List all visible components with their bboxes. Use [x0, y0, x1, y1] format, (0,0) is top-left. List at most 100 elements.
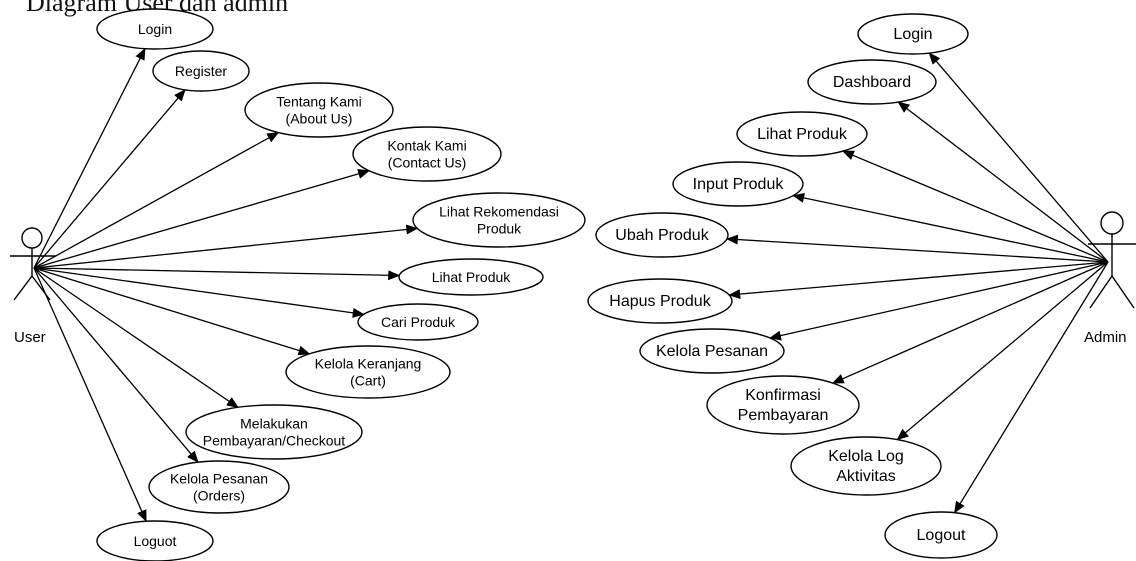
- admin-arrow-input-produk: [792, 192, 1109, 263]
- admin-use-case-oval-lihat-produk: [736, 111, 868, 157]
- user-use-case-label-login-0: Login: [138, 21, 172, 37]
- user-use-case-label-keranjang-0: Kelola Keranjang: [315, 356, 422, 372]
- user-use-case-about: Tentang Kami(About Us): [244, 82, 394, 138]
- admin-actor-left-leg: [1089, 275, 1113, 309]
- user-use-case-label-checkout-1: Pembayaran/Checkout: [203, 433, 346, 449]
- admin-use-case-label-ubah-produk-0: Ubah Produk: [615, 227, 709, 244]
- user-arrow-keranjang: [33, 267, 311, 356]
- user-use-case-label-about-0: Tentang Kami: [276, 94, 362, 110]
- user-use-case-register: Register: [152, 50, 250, 92]
- user-use-case-oval-rekomendasi: [412, 192, 586, 248]
- user-use-case-oval-about: [244, 82, 394, 138]
- user-use-case-label-checkout-0: Melakukan: [240, 416, 308, 432]
- admin-use-case-label-lihat-produk-0: Lihat Produk: [757, 126, 848, 143]
- admin-use-case-oval-log-aktivitas: [790, 436, 942, 496]
- admin-use-case-label-log-aktivitas-0: Kelola Log: [828, 448, 904, 465]
- user-use-case-label-contact-1: (Contact Us): [388, 155, 467, 171]
- user-use-case-oval-register: [152, 50, 250, 92]
- admin-use-case-oval-kelola-pesanan: [639, 328, 785, 374]
- user-use-case-oval-pesanan: [148, 460, 290, 514]
- admin-use-case-label-konfirmasi-0: Konfirmasi: [745, 387, 821, 404]
- user-use-case-label-pesanan-1: (Orders): [193, 488, 245, 504]
- user-actor-right-leg: [31, 275, 51, 301]
- user-arrow-pesanan: [33, 267, 199, 463]
- admin-actor: Admin: [1084, 211, 1136, 346]
- user-use-case-oval-logout: [96, 520, 214, 561]
- user-use-case-oval-lihat-produk: [398, 258, 544, 296]
- user-use-case-pesanan: Kelola Pesanan(Orders): [148, 460, 290, 514]
- admin-use-case-label-input-produk-0: Input Produk: [693, 176, 785, 193]
- user-actor-head: [21, 227, 43, 249]
- admin-arrow-hapus-produk: [728, 261, 1109, 300]
- admin-use-case-label-konfirmasi-1: Pembayaran: [738, 407, 829, 424]
- user-use-case-label-keranjang-1: (Cart): [350, 373, 386, 389]
- user-actor-label: User: [14, 329, 46, 346]
- user-use-case-label-pesanan-0: Kelola Pesanan: [170, 471, 268, 487]
- admin-actor-head: [1100, 211, 1124, 235]
- admin-arrow-kelola-pesanan: [769, 261, 1109, 341]
- user-use-case-contact: Kontak Kami(Contact Us): [352, 126, 502, 182]
- admin-use-case-label-hapus-produk-0: Hapus Produk: [609, 293, 711, 310]
- user-use-case-label-register-0: Register: [175, 63, 227, 79]
- admin-use-case-oval-dashboard: [807, 59, 937, 105]
- admin-arrow-lihat-produk: [841, 150, 1109, 263]
- admin-use-case-label-kelola-pesanan-0: Kelola Pesanan: [656, 343, 768, 360]
- admin-actor-right-leg: [1111, 275, 1135, 309]
- user-arrow-contact: [33, 169, 371, 269]
- user-use-case-label-logout-0: Loguot: [134, 533, 177, 549]
- user-arrow-lihat-produk: [33, 267, 401, 281]
- admin-use-case-ubah-produk: Ubah Produk: [595, 212, 729, 258]
- user-use-case-oval-contact: [352, 126, 502, 182]
- admin-use-case-logout: Logout: [884, 511, 998, 559]
- user-arrow-register: [33, 89, 186, 269]
- user-arrow-about: [33, 132, 280, 269]
- admin-arrow-logout: [954, 261, 1109, 514]
- user-arrow-cari-produk: [33, 267, 365, 318]
- user-arrow-login: [33, 47, 146, 269]
- admin-use-case-label-logout-0: Logout: [917, 527, 966, 544]
- admin-actor-label: Admin: [1084, 329, 1127, 346]
- admin-use-case-oval-hapus-produk: [587, 278, 733, 324]
- admin-use-case-oval-logout: [884, 511, 998, 559]
- admin-use-case-label-dashboard-0: Dashboard: [833, 74, 911, 91]
- user-use-case-logout: Loguot: [96, 520, 214, 561]
- admin-arrow-login: [928, 52, 1109, 263]
- user-use-case-label-rekomendasi-0: Lihat Rekomendasi: [439, 204, 559, 220]
- user-use-case-login: Login: [96, 8, 214, 50]
- user-use-case-label-about-1: (About Us): [286, 111, 353, 127]
- admin-arrow-konfirmasi: [831, 261, 1109, 384]
- admin-use-case-dashboard: Dashboard: [807, 59, 937, 105]
- association-arrows: [33, 47, 1109, 523]
- user-use-case-cari-produk: Cari Produk: [357, 303, 479, 341]
- admin-use-case-hapus-produk: Hapus Produk: [587, 278, 733, 324]
- user-actor: User: [10, 227, 56, 346]
- user-use-case-label-rekomendasi-1: Produk: [477, 221, 522, 237]
- admin-use-case-oval-ubah-produk: [595, 212, 729, 258]
- user-use-case-label-contact-0: Kontak Kami: [387, 138, 466, 154]
- admin-use-case-label-log-aktivitas-1: Aktivitas: [836, 468, 896, 485]
- admin-use-case-lihat-produk: Lihat Produk: [736, 111, 868, 157]
- user-use-case-label-cari-produk-0: Cari Produk: [381, 314, 456, 330]
- admin-use-case-kelola-pesanan: Kelola Pesanan: [639, 328, 785, 374]
- user-use-case-oval-cari-produk: [357, 303, 479, 341]
- user-arrow-rekomendasi: [33, 224, 419, 269]
- user-arrow-logout: [33, 267, 147, 523]
- user-use-case-oval-keranjang: [285, 345, 451, 399]
- admin-use-case-login: Login: [857, 13, 969, 55]
- user-use-case-oval-login: [96, 8, 214, 50]
- user-use-case-lihat-produk: Lihat Produk: [398, 258, 544, 296]
- user-arrow-checkout: [33, 267, 239, 408]
- admin-use-case-oval-login: [857, 13, 969, 55]
- user-use-case-label-lihat-produk-0: Lihat Produk: [432, 269, 512, 285]
- admin-use-case-oval-input-produk: [672, 161, 804, 207]
- user-use-case-keranjang: Kelola Keranjang(Cart): [285, 345, 451, 399]
- admin-arrow-log-aktivitas: [896, 261, 1109, 441]
- admin-arrow-dashboard: [897, 101, 1109, 263]
- user-actor-left-leg: [13, 275, 33, 301]
